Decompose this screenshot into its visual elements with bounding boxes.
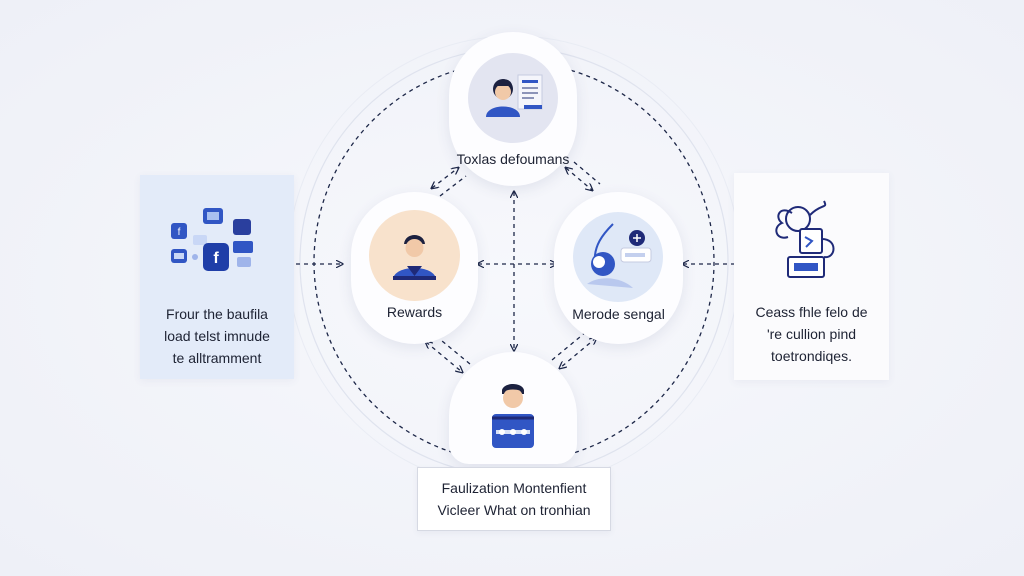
- top-node-label: Toxlas defoumans: [456, 151, 570, 167]
- user-avatar-icon: [393, 235, 436, 280]
- left-node: Rewards: [351, 192, 478, 344]
- left-card-line-1: Frour the baufila: [166, 306, 268, 322]
- machine-illustration-icon: [775, 200, 835, 278]
- bottom-caption-line-2: Vicleer What on tronhian: [437, 502, 591, 518]
- right-card-text: Ceass fhle felo de 're cullion pind toet…: [734, 301, 889, 367]
- bottom-right-connector-b: [551, 331, 587, 361]
- bottom-right-connector-a: [560, 338, 596, 368]
- right-node-avatar-circle: [573, 212, 663, 302]
- top-right-connector-a: [566, 168, 592, 190]
- left-node-avatar-circle: [369, 210, 460, 301]
- left-info-card: f f Frour the baufila load telst imnude …: [140, 175, 294, 379]
- left-card-line-3: te alltramment: [172, 350, 262, 366]
- user-avatar-icon: [492, 384, 534, 448]
- bottom-caption-text: Faulization Montenfient Vicleer What on …: [418, 477, 610, 521]
- bottom-left-connector-b: [435, 335, 471, 365]
- bottom-left-connector-a: [426, 342, 462, 372]
- left-node-label: Rewards: [386, 304, 443, 320]
- top-node-avatar-circle: [468, 53, 558, 143]
- right-card-line-3: toetrondiqes.: [771, 348, 852, 364]
- right-node-label: Merode sengal: [572, 306, 665, 322]
- top-left-connector-b: [439, 175, 467, 197]
- right-card-line-2: 're cullion pind: [766, 326, 857, 342]
- right-info-card: Ceass fhle felo de 're cullion pind toet…: [734, 173, 889, 380]
- user-document-icon: [486, 74, 543, 117]
- bottom-caption-line-1: Faulization Montenfient: [441, 480, 587, 496]
- bottom-caption-box: Faulization Montenfient Vicleer What on …: [417, 467, 611, 531]
- bottom-node: [449, 352, 577, 464]
- device-illustration-icon: [587, 223, 652, 288]
- top-node: Toxlas defoumans: [449, 32, 577, 186]
- right-card-line-1: Ceass fhle felo de: [755, 304, 868, 320]
- svg-text:f: f: [213, 250, 219, 267]
- top-right-connector-b: [573, 161, 601, 185]
- social-apps-icon: f f: [171, 208, 253, 271]
- svg-text:f: f: [178, 227, 181, 238]
- left-card-text: Frour the baufila load telst imnude te a…: [140, 303, 294, 369]
- right-node: Merode sengal: [554, 192, 683, 344]
- left-card-line-2: load telst imnude: [164, 328, 270, 344]
- top-left-connector-a: [432, 168, 458, 188]
